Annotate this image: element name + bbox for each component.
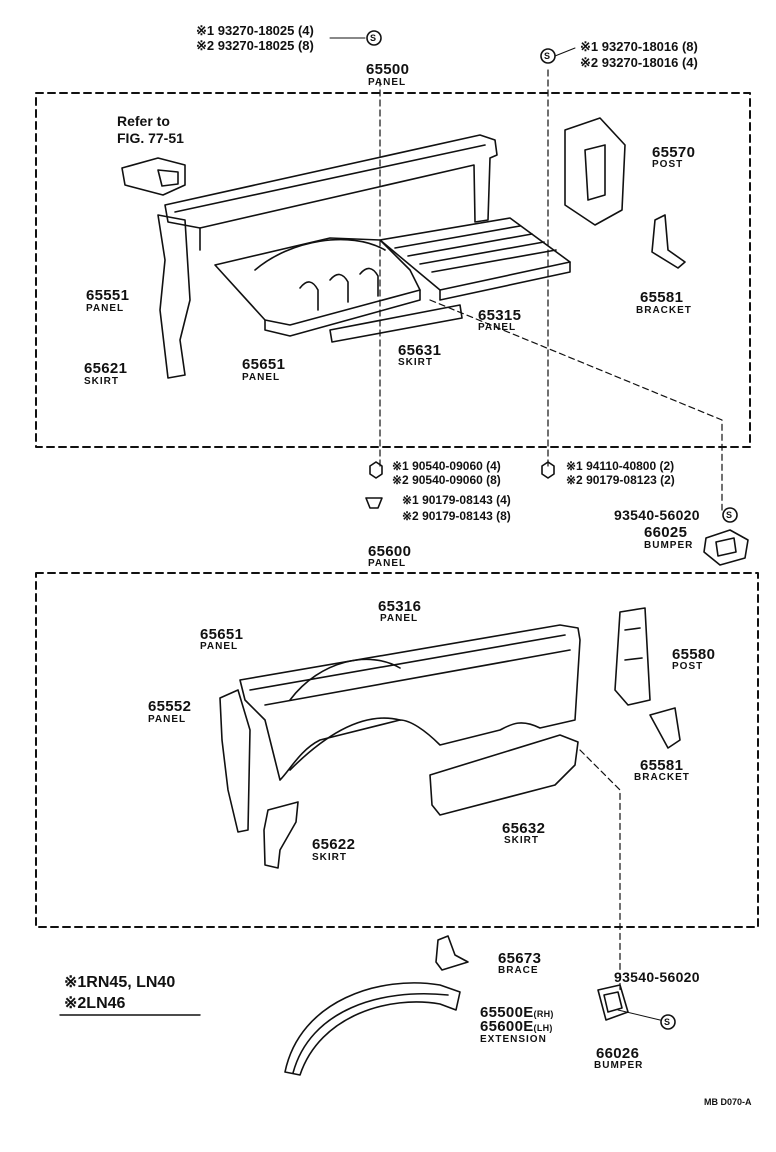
- part-number-65622: 65622: [312, 836, 356, 853]
- part-number-65580: 65580: [672, 646, 716, 663]
- part-name-65316: PANEL: [380, 613, 419, 624]
- part-name-65581-lower: BRACKET: [634, 772, 690, 783]
- post-65580-drawing: [614, 607, 651, 706]
- skirt-65632-drawing: [429, 734, 579, 816]
- part-number-65500E: 65500E(RH): [480, 1004, 554, 1021]
- bumper-66026-drawing: [597, 984, 661, 1021]
- part-name-66026: BUMPER: [594, 1060, 644, 1071]
- part-name-65570: POST: [652, 159, 684, 170]
- part-number-65673: 65673: [498, 950, 542, 967]
- part-number-66025: 66025: [644, 524, 688, 541]
- bumper-66025-drawing: [703, 529, 749, 566]
- assy-lower-number: 65600: [368, 543, 412, 560]
- part-name-65631: SKIRT: [398, 357, 433, 368]
- part-number-65651-lower: 65651: [200, 626, 244, 643]
- part-number-65621: 65621: [84, 360, 128, 377]
- nut-icon: [369, 461, 383, 479]
- screw-symbol-label: S: [664, 1017, 671, 1027]
- part-name-65651-lower: PANEL: [200, 641, 239, 652]
- extension-drawing: [284, 982, 461, 1076]
- refer-block-drawing: [121, 157, 186, 196]
- screw-icon: [540, 48, 556, 64]
- part-number-65581-lower: 65581: [640, 757, 684, 774]
- nut-b-line1: ※1 94110-40800 (2): [566, 459, 675, 473]
- part-number-65600E: 65600E(LH): [480, 1018, 553, 1035]
- part-number-65570: 65570: [652, 144, 696, 161]
- part-name-extension: EXTENSION: [480, 1034, 547, 1045]
- part-number-65552: 65552: [148, 698, 192, 715]
- bumper-screw-upper: 93540-56020: [614, 507, 700, 523]
- bedside-panel-65600-drawing: [239, 624, 581, 781]
- upper-assembly-boundary: [35, 92, 751, 448]
- nut-icon: [365, 497, 383, 509]
- screw-icon: [660, 1014, 676, 1030]
- nut-a-line2: ※2 90540-09060 (8): [392, 473, 501, 487]
- part-name-65315: PANEL: [478, 322, 517, 333]
- part-name-65632: SKIRT: [504, 835, 539, 846]
- skirt-65622-drawing: [263, 801, 299, 869]
- panel-65551-drawing: [157, 214, 191, 379]
- part-number-65551: 65551: [86, 287, 130, 304]
- fastener-top-left-line2: ※2 93270-18025 (8): [196, 38, 314, 53]
- figure-code: MB D070-A: [704, 1097, 752, 1107]
- bumper-screw-lower: 93540-56020: [614, 969, 700, 985]
- legend-line1: ※1RN45, LN40: [64, 974, 176, 991]
- fastener-top-right-line2: ※2 93270-18016 (4): [580, 55, 698, 70]
- nut-a-line1: ※1 90540-09060 (4): [392, 459, 501, 473]
- part-name-65581-upper: BRACKET: [636, 305, 692, 316]
- part-number-65315: 65315: [478, 307, 522, 324]
- part-number-65651-upper: 65651: [242, 356, 286, 373]
- post-65570-drawing: [564, 117, 626, 226]
- fastener-top-left-line1: ※1 93270-18025 (4): [196, 23, 314, 38]
- refer-line2: FIG. 77-51: [117, 130, 184, 146]
- leader-dashed-bumper: [429, 299, 723, 511]
- part-number-65581-upper: 65581: [640, 289, 684, 306]
- screw-icon: [722, 507, 738, 523]
- nut-c-line1: ※1 90179-08143 (4): [402, 493, 511, 507]
- nut-b-line2: ※2 90179-08123 (2): [566, 473, 675, 487]
- lower-assembly-boundary: [35, 572, 759, 928]
- nut-symbols: [365, 461, 555, 509]
- nut-icon: [541, 461, 555, 479]
- screw-symbol-label: S: [370, 33, 377, 43]
- assy-upper-name: PANEL: [368, 77, 407, 88]
- leader-dashed-lower-bumper: [579, 749, 621, 991]
- skirt-65631-drawing: [329, 304, 463, 343]
- panel-65552-drawing: [219, 689, 251, 833]
- screw-symbol-label: S: [544, 51, 551, 61]
- part-name-65580: POST: [672, 661, 704, 672]
- part-name-66025: BUMPER: [644, 540, 694, 551]
- bracket-65581-lower-drawing: [649, 707, 681, 749]
- refer-line1: Refer to: [117, 113, 170, 129]
- floor-panel-65315-drawing: [379, 217, 571, 301]
- leader-screw-top-right: [554, 47, 576, 57]
- fastener-top-right-line1: ※1 93270-18016 (8): [580, 39, 698, 54]
- screw-symbol-label: S: [726, 510, 733, 520]
- nut-c-line2: ※2 90179-08143 (8): [402, 509, 511, 523]
- legend-line2: ※2LN46: [64, 995, 126, 1012]
- part-number-65631: 65631: [398, 342, 442, 359]
- part-name-65673: BRACE: [498, 965, 539, 976]
- screw-symbols: [366, 30, 738, 1030]
- part-number-66026: 66026: [596, 1045, 640, 1062]
- part-name-65621: SKIRT: [84, 376, 119, 387]
- rail-panel-65500-drawing: [164, 134, 498, 251]
- bracket-65581-upper-drawing: [651, 214, 686, 269]
- part-number-65632: 65632: [502, 820, 546, 837]
- assy-lower-name: PANEL: [368, 558, 407, 569]
- part-name-65651-upper: PANEL: [242, 372, 281, 383]
- assy-upper-number: 65500: [366, 61, 410, 78]
- brace-65673-drawing: [435, 935, 469, 971]
- screw-icon: [366, 30, 382, 46]
- part-name-65552: PANEL: [148, 714, 187, 725]
- part-name-65622: SKIRT: [312, 852, 347, 863]
- part-number-65316: 65316: [378, 598, 422, 615]
- part-name-65551: PANEL: [86, 303, 125, 314]
- wheelhouse-65651-drawing: [214, 237, 421, 337]
